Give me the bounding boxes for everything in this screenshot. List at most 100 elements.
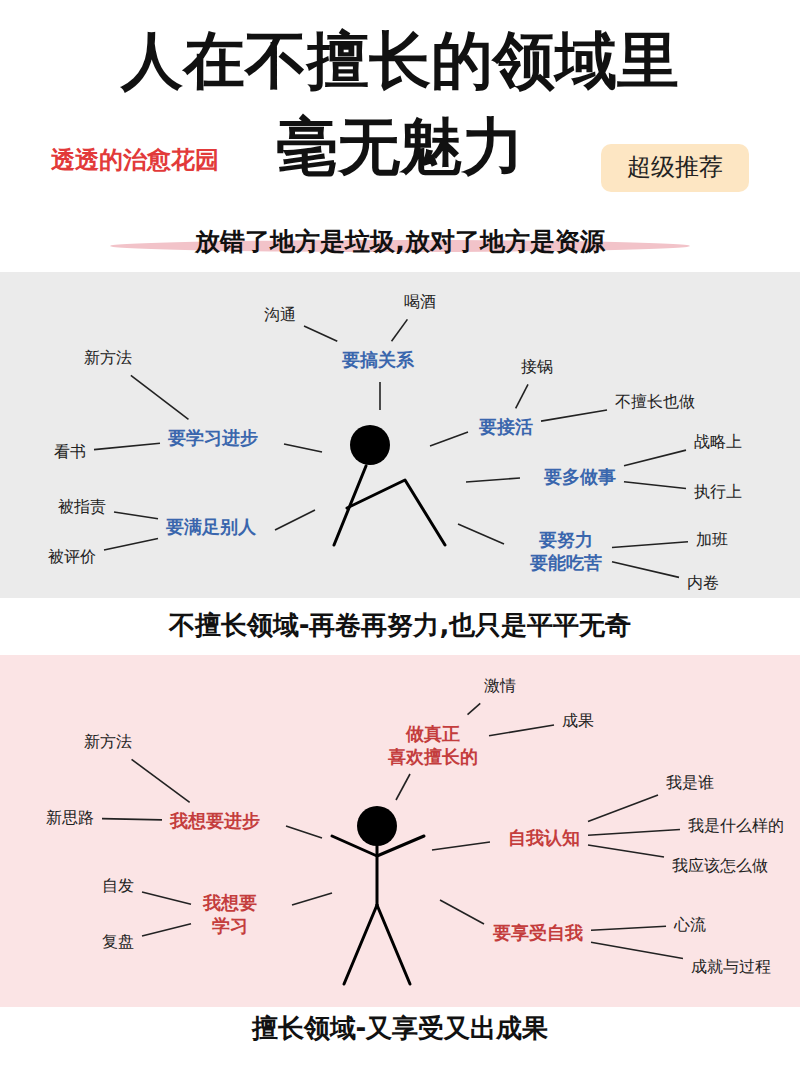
grey-band [0,272,800,598]
node-text: 加班 [696,530,728,551]
node-text: 要享受自我 [493,921,583,944]
node-text: 我应该怎么做 [672,856,768,877]
node-text: 我是谁 [666,773,714,794]
node-text: 要学习进步 [168,426,258,449]
branch-line [624,482,686,489]
branch-line [624,450,686,466]
leaf-node: 看书 [50,439,90,466]
figure-branches [275,382,520,544]
node-text: 内卷 [687,573,719,594]
leaf-node: 被评价 [44,544,100,571]
leaf-node: 新方法 [80,729,136,756]
node-text: 沟通 [264,305,296,326]
node-text: 我是什么样的 [688,816,784,837]
node-text: 我想要进步 [170,809,260,832]
leaf-node: 不擅长也做 [611,389,699,416]
leaf-node: 成就与过程 [687,954,775,981]
leaf-node: 我应该怎么做 [668,853,772,880]
branch-line [591,942,683,958]
leaf-node: 内卷 [683,570,723,597]
node-text: 不擅长也做 [615,392,695,413]
leaf-node: 喝酒 [400,289,440,316]
leaf-node: 心流 [670,912,710,939]
node-text: 做真正 喜欢擅长的 [385,722,481,769]
branch-line [142,892,191,904]
leaf-node: 自发 [98,873,138,900]
node-text: 自我认知 [508,826,580,849]
standing-figure [332,806,424,984]
branch-line [392,319,408,341]
leaf-node: 加班 [692,527,732,554]
leaf-node: 我是谁 [662,770,718,797]
branch-node: 要接活 [475,412,537,441]
node-text: 要搞关系 [342,348,414,371]
leaf-node: 激情 [480,673,520,700]
leaf-node: 复盘 [98,929,138,956]
node-text: 复盘 [102,932,134,953]
leaf-node: 新方法 [80,345,136,372]
leaf-node: 被指责 [54,494,110,521]
branch-node: 要多做事 [540,462,620,491]
node-text: 被评价 [48,547,96,568]
branch-node: 我想要 学习 [195,888,265,941]
leaf-node: 成果 [558,708,598,735]
node-text: 新方法 [84,732,132,753]
branch-line [94,443,160,449]
branch-line [131,375,189,419]
node-text: 激情 [484,676,516,697]
node-text: 喝酒 [404,292,436,313]
branch-node: 要学习进步 [164,423,262,452]
leaf-node: 接锅 [517,354,557,381]
branch-line [612,542,688,548]
branch-line [588,795,658,821]
branch-line [591,926,666,930]
branch-node: 自我认知 [504,823,584,852]
branch-line [489,725,554,736]
node-text: 新方法 [84,348,132,369]
branch-node: 要满足别人 [162,512,260,541]
node-text: 战略上 [694,432,742,453]
section-caption: 不擅长领域-再卷再努力,也只是平平无奇 [169,608,632,643]
brand-tag: 透透的治愈花园 [51,144,219,176]
node-text: 要多做事 [544,465,616,488]
tag-pill: 超级推荐 [601,144,749,191]
node-text: 要努力 要能吃苦 [528,528,604,575]
figure-branches [286,774,490,924]
branch-node: 做真正 喜欢擅长的 [381,719,485,772]
branch-line [468,703,481,714]
leaf-node: 战略上 [690,429,746,456]
branch-node: 要搞关系 [338,345,418,374]
leaf-node: 新思路 [42,805,98,832]
node-text: 我想要 学习 [199,891,261,938]
node-text: 新思路 [46,808,94,829]
branch-node: 要努力 要能吃苦 [524,525,608,578]
leaf-node: 沟通 [260,302,300,329]
subtitle: 放错了地方是垃圾,放对了地方是资源 [195,225,605,258]
branch-line [588,829,680,835]
node-text: 执行上 [694,482,742,503]
branch-line [142,924,191,936]
leaf-node: 执行上 [690,479,746,506]
pink-band [0,655,800,1007]
branch-line [541,410,607,421]
branch-line [304,326,337,341]
node-text: 心流 [674,915,706,936]
node-text: 接锅 [521,357,553,378]
branch-line [612,562,679,578]
sitting-figure [334,425,445,545]
node-text: 超级推荐 [627,152,723,183]
leaf-node: 我是什么样的 [684,813,788,840]
node-text: 自发 [102,876,134,897]
branch-line [104,538,158,550]
node-text: 被指责 [58,497,106,518]
node-text: 成果 [562,711,594,732]
branch-line [102,819,162,820]
node-text: 成就与过程 [691,957,771,978]
branch-line [132,759,190,802]
branch-line [114,512,158,519]
section-caption: 擅长领域-又享受又出成果 [252,1011,549,1046]
branch-node: 要享受自我 [489,918,587,947]
branch-line [516,384,528,408]
